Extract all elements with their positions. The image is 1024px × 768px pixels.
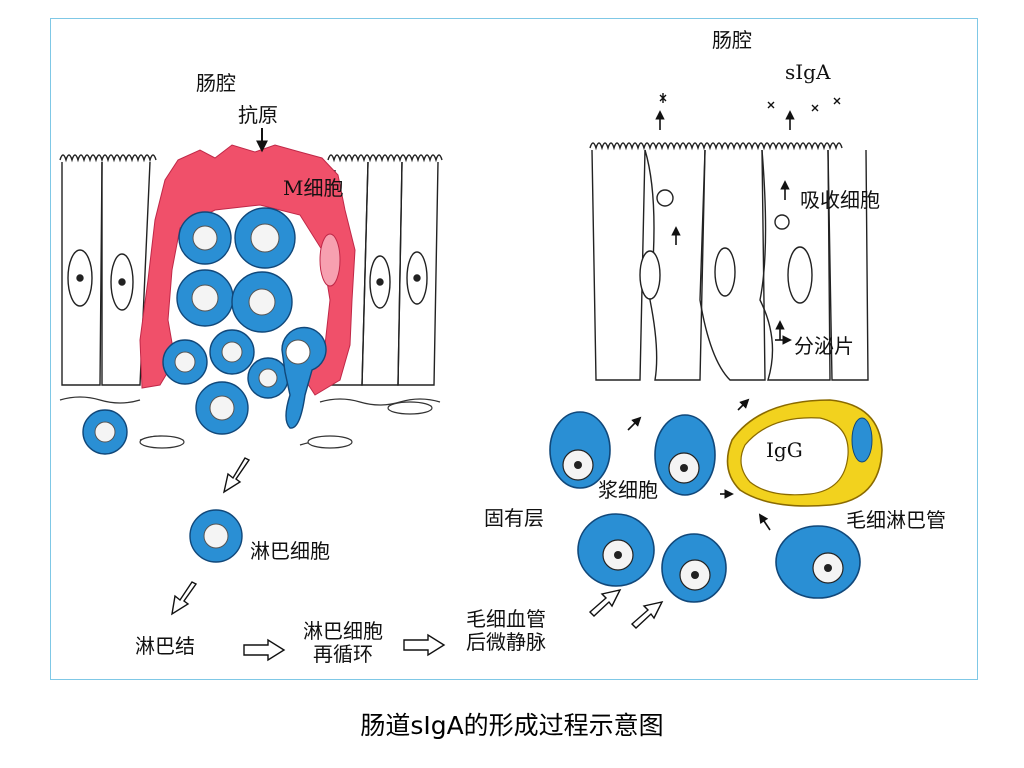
label-venule-line2: 后微静脉 xyxy=(466,630,546,654)
left-flow-arrows xyxy=(171,457,446,662)
right-flow-arrows xyxy=(627,398,771,531)
label-lumen-left: 肠腔 xyxy=(196,71,236,95)
epithelial-cell xyxy=(644,149,706,381)
label-lamina-propria: 固有层 xyxy=(484,506,544,530)
label-secretory-piece: 分泌片 xyxy=(794,334,854,358)
secretion-arrows xyxy=(655,110,795,345)
right-epithelium xyxy=(589,142,869,381)
epithelial-cell xyxy=(827,149,869,381)
figure-caption: 肠道sIgA的形成过程示意图 xyxy=(360,711,664,740)
epithelial-nucleus xyxy=(714,247,736,297)
microvilli-left-b xyxy=(327,154,443,163)
label-recirculation: 淋巴细胞 再循环 xyxy=(298,620,388,666)
epithelial-cell xyxy=(699,149,766,381)
hollow-arrows-right xyxy=(588,588,664,629)
lymph-capillary-lumen xyxy=(740,417,849,496)
epithelial-cell xyxy=(101,161,151,386)
microvilli-right xyxy=(589,142,843,151)
figure-frame xyxy=(50,18,978,680)
epithelial-cell xyxy=(397,161,439,386)
hollow-arrow xyxy=(171,581,198,616)
label-lumen-right: 肠腔 xyxy=(712,28,752,52)
label-lymph-node: 淋巴结 xyxy=(135,634,195,658)
label-plasma-cell: 浆细胞 xyxy=(598,478,658,502)
microvilli-left-a xyxy=(59,154,157,163)
label-lymph-capillary: 毛细淋巴管 xyxy=(846,508,946,532)
siga-molecules xyxy=(659,93,841,112)
hollow-arrow xyxy=(403,633,446,657)
hollow-arrow xyxy=(243,638,286,662)
label-venule-line1: 毛细血管 xyxy=(466,607,546,631)
lymphocyte-cluster xyxy=(82,207,327,455)
hollow-arrow xyxy=(222,457,251,494)
epithelial-cell xyxy=(591,149,646,381)
label-siga: sIgA xyxy=(785,60,831,84)
label-recirculation-line2: 再循环 xyxy=(313,642,373,666)
connective-tissue-left xyxy=(59,396,441,449)
label-m-cell: M细胞 xyxy=(283,176,344,200)
label-antigen: 抗原 xyxy=(238,103,278,127)
label-absorptive-cell: 吸收细胞 xyxy=(800,188,880,212)
epithelial-nucleus xyxy=(639,250,661,300)
label-igg: IgG xyxy=(766,438,803,462)
label-venule: 毛细血管 后微静脉 xyxy=(460,608,552,654)
left-epithelium xyxy=(59,154,443,386)
lymphocyte-nuclei xyxy=(94,223,311,443)
label-lymphocyte: 淋巴细胞 xyxy=(250,539,330,563)
epithelial-nucleus xyxy=(787,246,813,304)
epithelial-cell xyxy=(759,149,831,381)
epithelial-cell xyxy=(61,161,103,386)
label-recirculation-line1: 淋巴细胞 xyxy=(303,619,383,643)
